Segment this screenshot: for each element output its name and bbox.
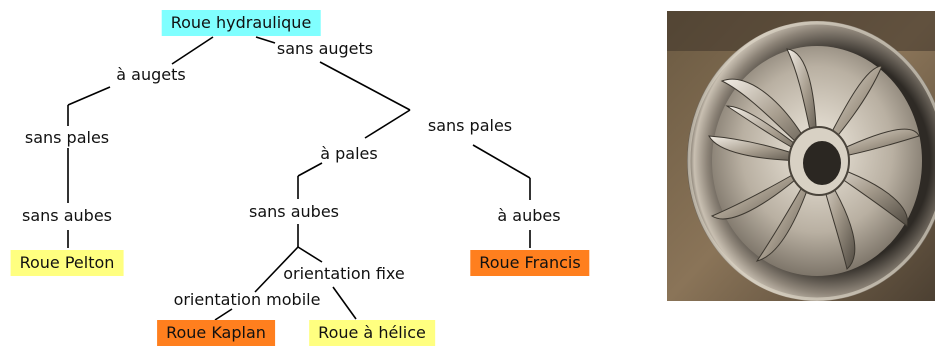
- edge-sanspales-aaubes: [472, 144, 531, 179]
- edge-mobile-kaplan: [214, 308, 233, 321]
- branch-a-pales: à pales: [320, 144, 378, 163]
- root-node: Roue hydraulique: [161, 10, 321, 36]
- branch-sans-pales-left: sans pales: [24, 128, 110, 147]
- branch-sans-aubes-mid: sans aubes: [249, 202, 339, 221]
- edge-split-mobile: [254, 246, 299, 293]
- branch-a-augets: à augets: [116, 65, 186, 84]
- edge-fixe-helice: [332, 286, 357, 320]
- leaf-roue-helice: Roue à hélice: [309, 320, 435, 346]
- edge-sanspales-apales: [364, 109, 411, 139]
- branch-orientation-fixe: orientation fixe: [283, 264, 405, 283]
- branch-orientation-mobile: orientation mobile: [173, 290, 321, 309]
- edge-augets-sanspales: [67, 86, 111, 106]
- edge-split-fixe: [297, 246, 323, 263]
- edge-sansaugets-sanspales: [319, 61, 411, 111]
- leaf-roue-pelton: Roue Pelton: [10, 250, 124, 276]
- edge-root-augets: [171, 36, 214, 65]
- edge-apales-sansaubes-mid: [297, 162, 323, 177]
- turbine-runner-photo: [667, 11, 935, 301]
- turbine-runner-icon: [667, 11, 935, 301]
- branch-sans-pales-right: sans pales: [427, 116, 513, 135]
- leaf-roue-francis: Roue Francis: [470, 250, 590, 276]
- leaf-roue-kaplan: Roue Kaplan: [157, 320, 275, 346]
- branch-sans-augets: sans augets: [276, 39, 374, 58]
- tree-connector-lines: [67, 36, 531, 321]
- edge-root-sans-augets: [255, 36, 276, 44]
- branch-a-aubes: à aubes: [497, 206, 561, 225]
- branch-sans-aubes-left: sans aubes: [22, 206, 112, 225]
